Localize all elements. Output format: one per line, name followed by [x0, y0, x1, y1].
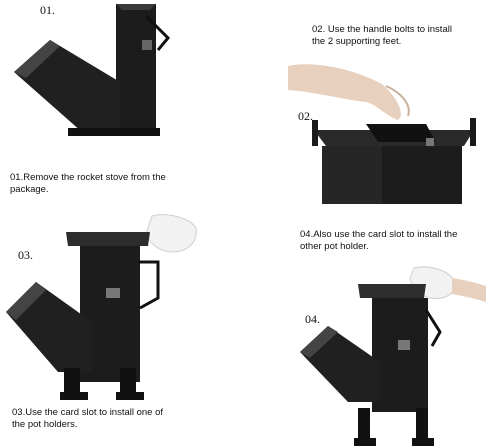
step-3-stove-illustration: [6, 214, 197, 400]
step-4-number: 04.: [305, 312, 320, 326]
step-1-caption: 01.Remove the rocket stove from the pack…: [10, 172, 166, 195]
step-4-caption: 04.Also use the card slot to install the…: [300, 229, 458, 252]
step-2-caption: 02. Use the handle bolts to install the …: [312, 24, 452, 47]
step-2-number: 02.: [298, 109, 313, 123]
step-3-number: 03.: [18, 248, 33, 262]
step-1-stove-illustration: [14, 4, 171, 136]
step-4-stove-illustration: [300, 266, 486, 446]
step-3-caption: 03.Use the card slot to install one of t…: [12, 407, 164, 430]
step-1-number: 01.: [40, 3, 55, 17]
step-2-stove-illustration: [288, 64, 476, 204]
